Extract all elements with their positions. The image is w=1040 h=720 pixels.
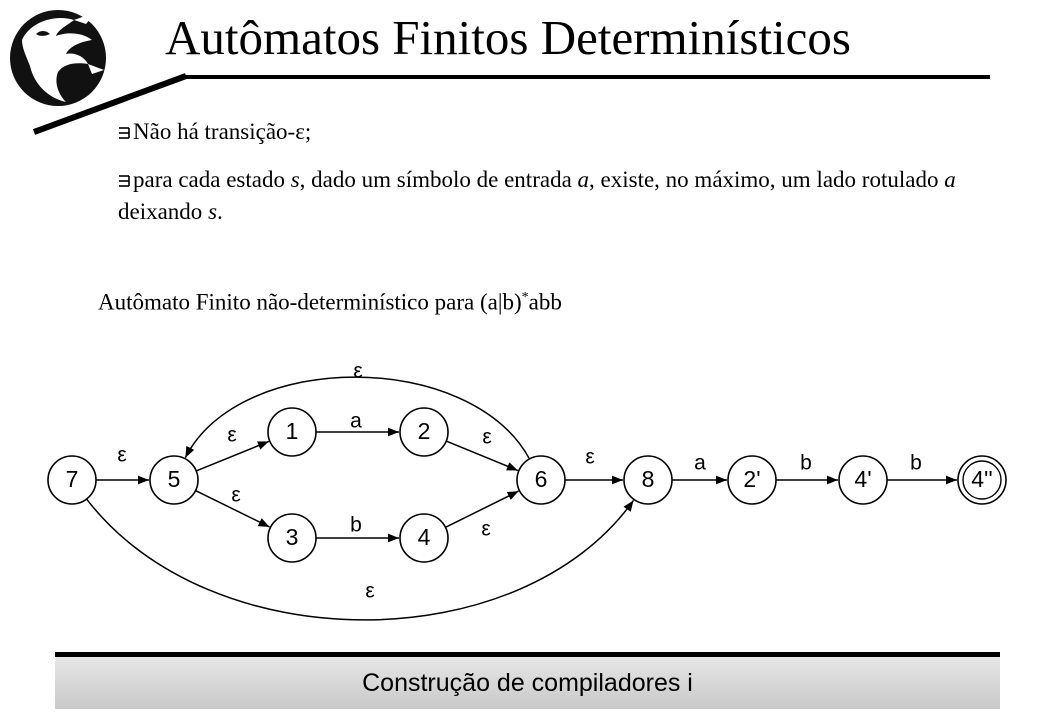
bullet-item: para cada estado s, dado um símbolo de e…: [118, 164, 978, 228]
bullet-text: .: [217, 199, 223, 224]
bullet-variable: s: [290, 167, 300, 192]
state-node-4: 4: [399, 513, 449, 563]
transition-edge-4-6: [445, 490, 519, 529]
state-label: 6: [535, 466, 548, 492]
footer-bar: Construção de compiladores i: [55, 652, 1000, 709]
state-label: 5: [168, 466, 181, 492]
transition-label-4-6: ε: [481, 518, 490, 541]
bullet-text: , existe, no máximo, um lado rotulado: [589, 167, 945, 192]
bullet-text: para cada estado: [133, 167, 291, 192]
state-node-3: 3: [267, 513, 317, 563]
bullet-text: deixando: [118, 199, 209, 224]
transition-label-7-5: ε: [117, 444, 126, 467]
transition-label-7-8: ε: [365, 580, 374, 603]
transition-label-4p-4pp: b: [910, 452, 922, 475]
transition-label-2p-4p: b: [800, 452, 812, 475]
bullet-item: Não há transição-ε;: [118, 116, 978, 148]
transition-edge-5-1: [195, 440, 270, 472]
dragon-logo-icon: [10, 10, 106, 106]
state-label: 4'': [971, 466, 993, 492]
state-node-8: 8: [623, 455, 673, 505]
transition-label-5-3: ε: [231, 484, 240, 507]
nfa-diagram: ε ε ε a b ε ε ε ε ε a b b 7 5 1 2 3 4 6 8 2' 4' 4'': [47, 360, 1007, 621]
state-node-4pp: 4'': [957, 455, 1007, 505]
state-label: 1: [286, 418, 299, 444]
bullet-text: , dado um símbolo de entrada: [299, 167, 578, 192]
bullet-marker-icon: [119, 127, 130, 139]
title-underline: [32, 73, 990, 135]
transition-edge-6-5: [184, 376, 531, 460]
transition-label-8-2p: a: [694, 452, 706, 475]
transition-edge-7-8: [86, 498, 635, 621]
caption-tail: abb: [528, 289, 562, 315]
state-label: 4': [854, 466, 871, 492]
footer-text: Construção de compiladores i: [362, 669, 693, 697]
bullet-list: Não há transição-ε; para cada estado s, …: [118, 116, 978, 228]
transition-edge-2-6: [445, 440, 519, 472]
state-node-2: 2: [399, 407, 449, 457]
bullet-variable: a: [944, 167, 956, 192]
slide-title: Autômatos Finitos Determinísticos: [165, 10, 851, 65]
bullet-variable: a: [577, 167, 590, 192]
state-node-1: 1: [267, 407, 317, 457]
state-label: 2': [743, 466, 760, 492]
transition-label-1-2: a: [350, 410, 362, 433]
state-label: 8: [642, 466, 655, 492]
bullet-text: Não há transição-ε;: [133, 119, 312, 144]
state-node-7: 7: [47, 455, 97, 505]
transition-label-2-6: ε: [482, 426, 491, 449]
state-node-5: 5: [149, 455, 199, 505]
bullet-variable: s: [208, 199, 218, 224]
state-node-6: 6: [516, 455, 566, 505]
transition-label-6-5: ε: [353, 360, 362, 383]
state-label: 7: [66, 466, 79, 492]
transition-label-3-4: b: [350, 514, 362, 537]
caption-superscript: *: [521, 290, 529, 305]
diagram-caption: Autômato Finito não-determinístico para …: [98, 282, 562, 319]
caption-text: Autômato Finito não-determinístico para …: [98, 289, 522, 315]
state-label: 2: [418, 418, 431, 444]
state-label: 3: [286, 524, 299, 550]
transition-edge-5-3: [195, 489, 270, 528]
bullet-marker-icon: [119, 175, 130, 187]
transition-label-6-8: ε: [585, 446, 594, 469]
transition-label-5-1: ε: [227, 424, 236, 447]
state-node-4p: 4': [838, 455, 888, 505]
state-label: 4: [418, 524, 431, 550]
state-node-2p: 2': [727, 455, 777, 505]
